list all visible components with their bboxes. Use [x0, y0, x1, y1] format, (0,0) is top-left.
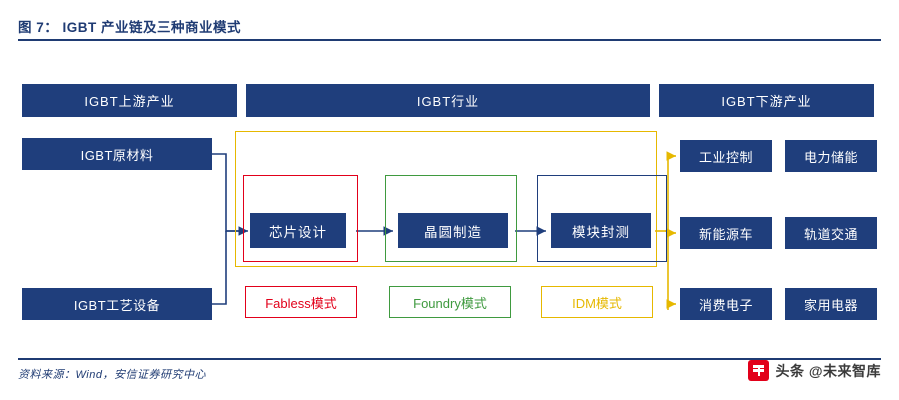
source-note: 资料来源：Wind，安信证券研究中心	[18, 369, 206, 381]
process-box-wafer-manufacturing: 晶圆制造	[398, 213, 508, 248]
upstream-box-raw-material: IGBT原材料	[22, 138, 212, 170]
mode-label-idm: IDM模式	[541, 286, 653, 318]
downstream-box-power-storage: 电力储能	[785, 140, 877, 172]
toutiao-logo-icon	[748, 360, 770, 381]
downstream-box-home-appliance: 家用电器	[785, 288, 877, 320]
fabless-scope-outline	[243, 175, 358, 262]
downstream-box-industrial-control: 工业控制	[680, 140, 772, 172]
process-box-module-packaging: 模块封测	[551, 213, 651, 248]
downstream-box-rail-transit: 轨道交通	[785, 217, 877, 249]
downstream-box-consumer-electronics: 消费电子	[680, 288, 772, 320]
header-industry: IGBT行业	[246, 84, 650, 117]
process-box-chip-design: 芯片设计	[250, 213, 346, 248]
package-scope-outline	[537, 175, 667, 262]
page-title: 图 7： IGBT 产业链及三种商业模式	[18, 20, 242, 35]
mode-label-fabless: Fabless模式	[245, 286, 357, 318]
downstream-box-new-energy-vehicle: 新能源车	[680, 217, 772, 249]
idm-scope-outline	[235, 131, 657, 267]
mode-label-foundry: Foundry模式	[389, 286, 511, 318]
footer-divider	[18, 358, 881, 360]
watermark: 头条 @未来智库	[748, 360, 881, 381]
header-upstream: IGBT上游产业	[22, 84, 237, 117]
foundry-scope-outline	[385, 175, 517, 262]
upstream-box-process-equipment: IGBT工艺设备	[22, 288, 212, 320]
figure-title-bar: 图 7： IGBT 产业链及三种商业模式	[18, 16, 881, 41]
watermark-label: 头条 @未来智库	[775, 362, 881, 379]
title-divider	[18, 39, 881, 41]
header-downstream: IGBT下游产业	[659, 84, 874, 117]
